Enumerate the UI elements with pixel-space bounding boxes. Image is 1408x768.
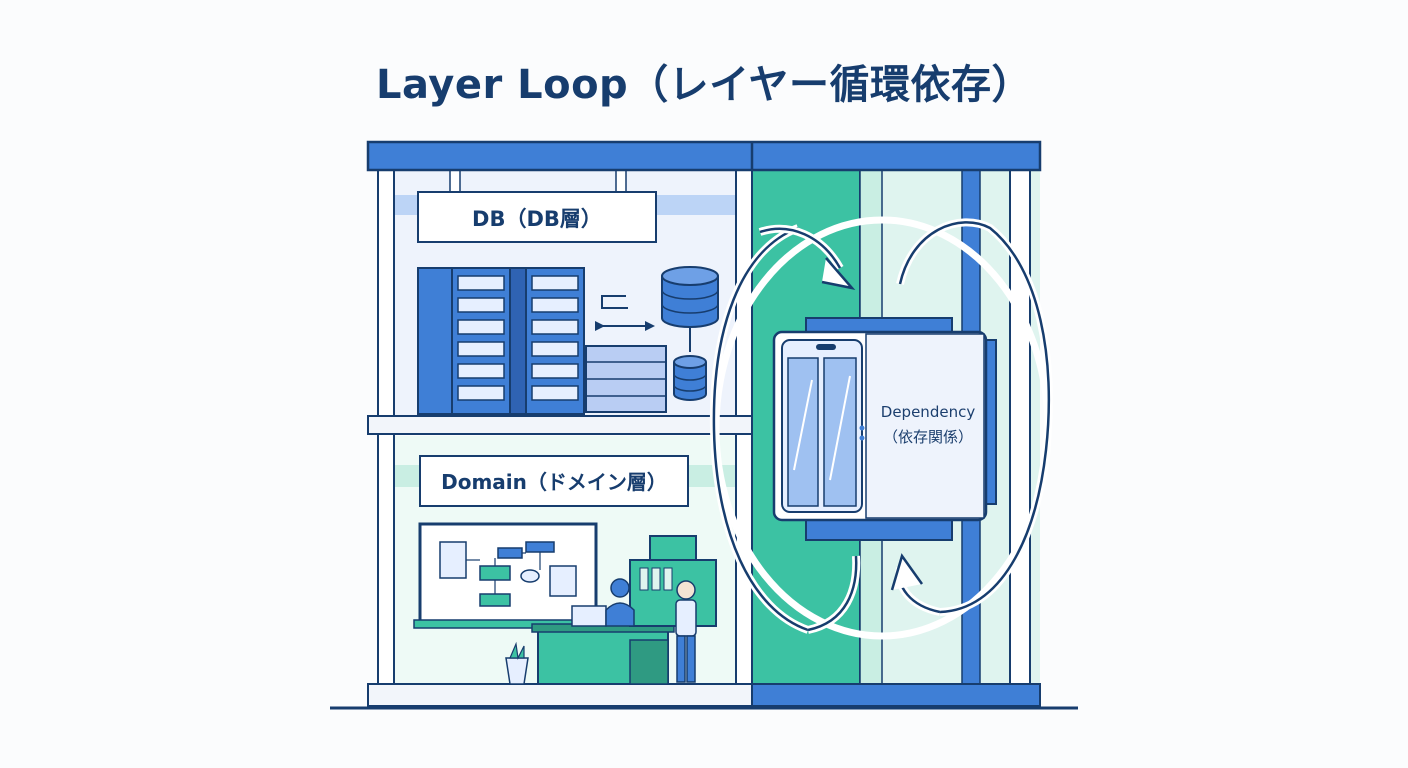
sync-arrows-icon bbox=[595, 295, 655, 331]
dependency-label-line1: Dependency bbox=[881, 403, 976, 421]
domain-layer-label: Domain（ドメイン層） bbox=[419, 455, 689, 507]
database-icon bbox=[661, 266, 719, 328]
roof-beam bbox=[366, 140, 1042, 172]
laptop-icon bbox=[571, 605, 607, 627]
server-rack-icon bbox=[417, 267, 585, 415]
elevator-cab: Dependency （依存関係） bbox=[772, 317, 997, 541]
base-beam bbox=[367, 683, 753, 707]
standing-person-icon bbox=[675, 580, 697, 683]
office-desk bbox=[531, 623, 675, 685]
db-layer-label: DB（DB層） bbox=[417, 191, 657, 243]
page-title: Layer Loop（レイヤー循環依存） bbox=[376, 62, 1032, 108]
loop-arrow-icon bbox=[709, 216, 1053, 640]
domain-layer-label-text: Domain（ドメイン層） bbox=[441, 470, 667, 494]
elevator-door-icon bbox=[781, 339, 863, 513]
floor-slab bbox=[367, 415, 753, 435]
server-stack-icon bbox=[585, 345, 667, 413]
flowchart-board-icon bbox=[413, 522, 603, 629]
plant-icon bbox=[505, 641, 529, 685]
database-small-icon bbox=[673, 355, 707, 401]
db-layer-label-text: DB（DB層） bbox=[472, 207, 602, 231]
person-icon bbox=[605, 578, 635, 627]
dependency-label-line2: （依存関係） bbox=[883, 428, 973, 446]
bookshelf bbox=[629, 535, 717, 627]
